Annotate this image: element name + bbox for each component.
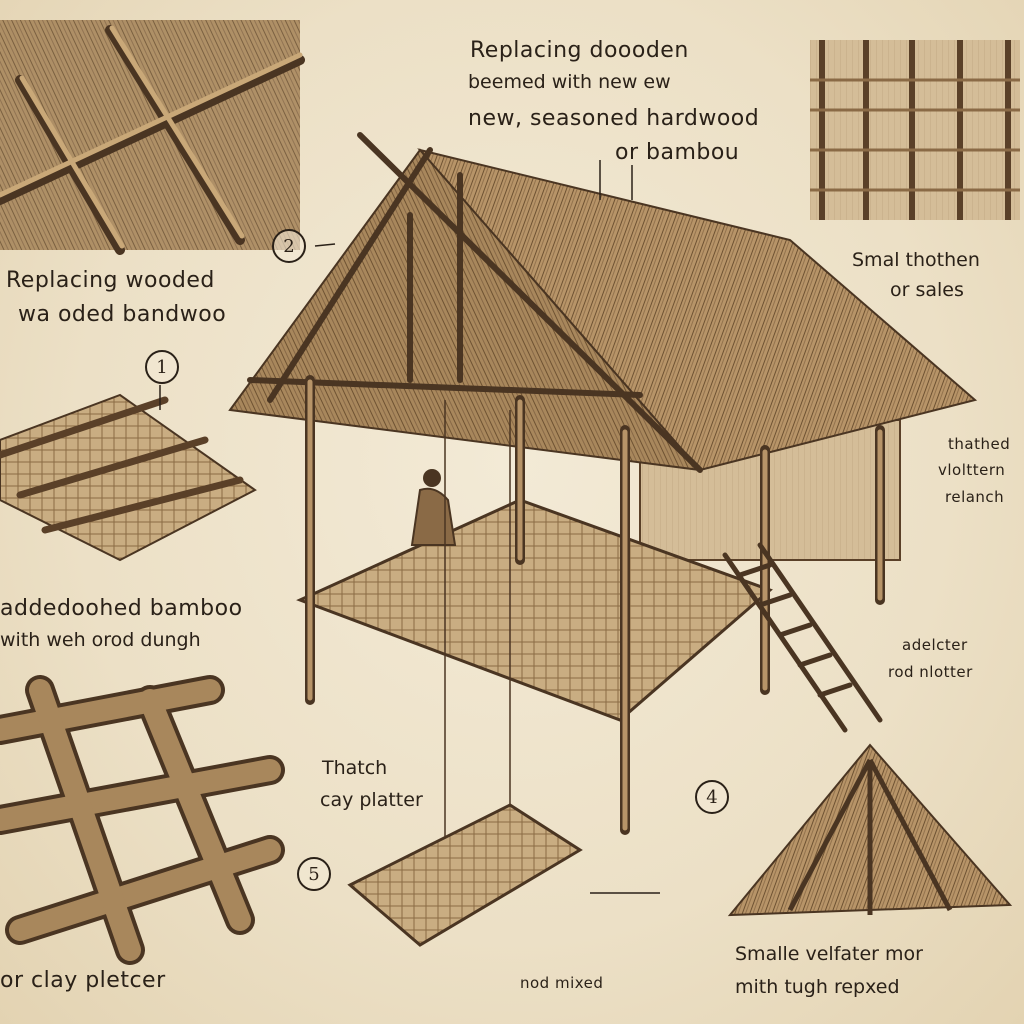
label-top-center-2: beemed with new ew	[468, 71, 671, 93]
label-right-3: thathed	[948, 435, 1011, 453]
label-right-7: rod nlotter	[888, 663, 973, 681]
label-bottom-center: nod mixed	[520, 974, 604, 992]
label-left-1: Replacing wooded	[6, 268, 215, 293]
callout-5: 5	[297, 857, 331, 891]
label-top-center-4: or bambou	[615, 140, 740, 165]
label-center-2: cay platter	[320, 789, 423, 811]
label-left-4: with weh orod dungh	[0, 629, 201, 651]
bamboo-mat-left	[0, 393, 257, 562]
label-right-6: adelcter	[902, 636, 968, 654]
wooden-lattice	[0, 675, 285, 965]
label-right-4: vlolttern	[938, 461, 1006, 479]
label-right-2: or sales	[890, 279, 964, 301]
label-left-bottom: or clay pletcer	[0, 968, 166, 993]
label-bottom-right-2: mith tugh repxed	[735, 976, 900, 998]
label-right-1: Smal thothen	[852, 249, 980, 271]
callout-4: 4	[695, 780, 729, 814]
label-left-2: wa oded bandwoo	[18, 302, 227, 327]
thatch-cone-detail	[727, 743, 1013, 917]
label-left-3: addedoohed bamboo	[0, 596, 243, 621]
bamboo-wall-panel	[810, 40, 1020, 220]
label-right-5: relanch	[945, 488, 1005, 506]
label-center-1: Thatch	[322, 757, 388, 779]
worker-figure	[410, 469, 457, 546]
label-top-center-3: new, seasoned hardwood	[468, 106, 760, 131]
main-hut	[228, 132, 978, 947]
callout-2: 2	[272, 229, 306, 263]
label-top-center-1: Replacing doooden	[470, 38, 689, 63]
callout-1: 1	[145, 350, 179, 384]
label-bottom-right-1: Smalle velfater mor	[735, 943, 923, 965]
thatch-closeup-top-left	[0, 20, 305, 255]
